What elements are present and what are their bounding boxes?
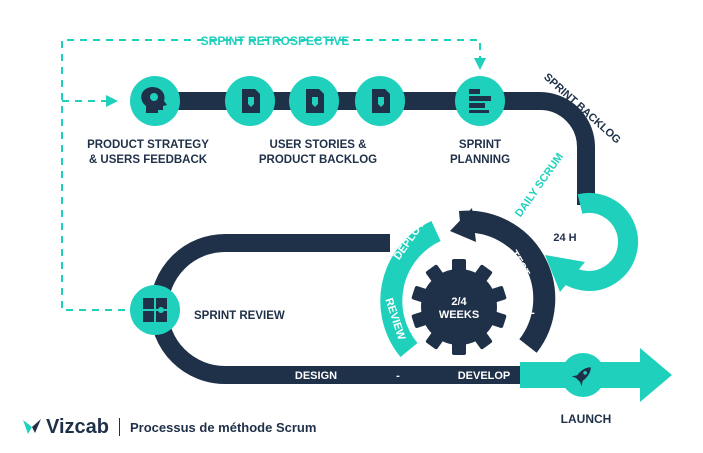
story-node-3 — [355, 76, 405, 126]
retrospective-label: SRPINT RETROSPECTIVE — [201, 34, 350, 48]
daily-scrum-arrow-head — [545, 255, 585, 292]
bird-logo-icon — [23, 419, 41, 434]
retrospective-dashed-path — [61, 39, 486, 311]
strategy-label-line1: PRODUCT STRATEGY — [87, 139, 209, 151]
head-lightbulb-icon — [141, 87, 167, 113]
planning-label-line1: SPRINT — [459, 139, 501, 151]
sprint-ring-arrow-head — [450, 208, 476, 242]
launch-node — [561, 353, 605, 397]
footer-subtitle: Processus de méthode Scrum — [130, 419, 317, 435]
rocket-icon — [571, 367, 591, 387]
story-node-1 — [225, 76, 275, 126]
retro-arrow-head-down — [474, 58, 486, 70]
strategy-node — [130, 76, 180, 126]
daily-cycle-label: 24 H — [553, 232, 576, 244]
planning-node — [455, 76, 505, 126]
sprint-length-line1: 2/4 — [451, 296, 467, 308]
stage-develop: DEVELOP — [458, 370, 511, 382]
strategy-label-line2: & USERS FEEDBACK — [89, 154, 208, 166]
retro-arrow-head-left — [106, 95, 118, 107]
puzzle-icon — [143, 298, 167, 322]
footer: Vizcab Processus de méthode Scrum — [22, 416, 316, 438]
list-icon — [469, 89, 491, 113]
review-node — [130, 285, 180, 335]
document-icon — [306, 89, 324, 113]
stories-label-line1: USER STORIES & — [270, 139, 367, 151]
sprint-ring — [380, 208, 556, 358]
gear-icon — [411, 259, 507, 355]
daily-scrum-cycle — [545, 192, 638, 292]
top-track — [155, 92, 595, 205]
footer-divider — [119, 418, 120, 436]
stage-dash: - — [396, 370, 400, 382]
stories-label-line2: PRODUCT BACKLOG — [259, 154, 377, 166]
launch-label: LAUNCH — [561, 412, 612, 426]
document-icon — [372, 89, 390, 113]
planning-label-line2: PLANNING — [450, 154, 510, 166]
brand-name: Vizcab — [46, 415, 109, 438]
stage-design: DESIGN — [295, 370, 337, 382]
sprint-review-label: SPRINT REVIEW — [194, 310, 285, 322]
sprint-length-line2: WEEKS — [439, 309, 479, 321]
story-node-2 — [289, 76, 339, 126]
stage-ring-dash: - — [531, 307, 535, 319]
document-icon — [242, 89, 260, 113]
daily-scrum-label: DAILY SCRUM — [513, 151, 566, 219]
